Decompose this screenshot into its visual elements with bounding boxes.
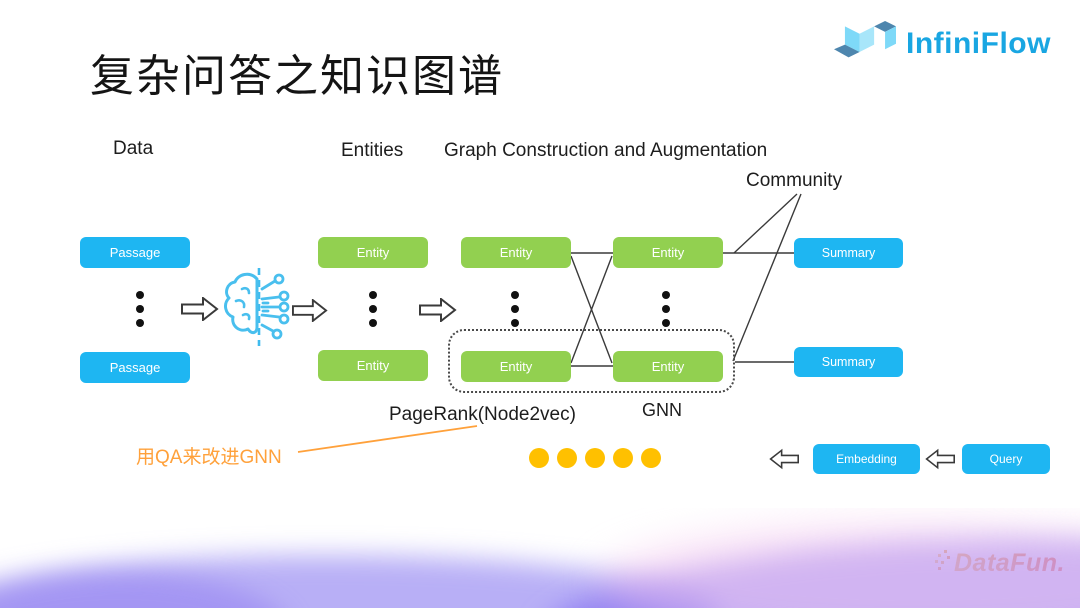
entity-node-col-top: Entity	[318, 237, 428, 268]
ellipsis-dots-graph-right	[662, 291, 670, 327]
label-data: Data	[113, 138, 154, 159]
query-node: Query	[962, 444, 1050, 474]
gnn-group-box	[448, 329, 735, 393]
entity-node-col-bottom: Entity	[318, 350, 428, 381]
infiniflow-logo-text: InfiniFlow	[906, 26, 1051, 60]
summary-node-top: Summary	[794, 238, 903, 268]
summary-node-bottom: Summary	[794, 347, 903, 377]
ellipsis-dots-data	[136, 291, 144, 327]
bottom-wave-decoration	[0, 508, 1080, 608]
brain-icon	[224, 268, 290, 346]
graph-entity-bottom-right: Entity	[613, 351, 723, 382]
passage-node-bottom: Passage	[80, 352, 190, 383]
arrow-right-icon-2	[292, 299, 328, 322]
slide-title: 复杂问答之知识图谱	[90, 52, 504, 101]
label-community: Community	[746, 170, 843, 191]
infiniflow-logo: InfiniFlow	[834, 18, 1051, 69]
graph-entity-top-left: Entity	[461, 237, 571, 268]
arrow-left-icon-2	[925, 448, 955, 470]
label-entities: Entities	[341, 140, 404, 161]
label-pagerank: PageRank(Node2vec)	[389, 404, 576, 425]
orange-dots	[529, 448, 661, 468]
graph-entity-bottom-left: Entity	[461, 351, 571, 382]
embedding-node: Embedding	[813, 444, 920, 474]
arrow-left-icon-1	[769, 448, 799, 470]
label-graph-construction: Graph Construction and Augmentation	[444, 140, 768, 161]
graph-entity-top-right: Entity	[613, 237, 723, 268]
passage-node-top: Passage	[80, 237, 190, 268]
datafun-logo-icon	[934, 548, 952, 579]
datafun-logo: DataFun.	[934, 548, 1065, 579]
annotation-improve-gnn: 用QA来改进GNN	[136, 447, 282, 468]
arrow-right-icon-1	[181, 297, 219, 321]
infiniflow-logo-icon	[834, 18, 896, 69]
arrow-right-icon-3	[419, 298, 457, 322]
ellipsis-dots-graph-left	[511, 291, 519, 327]
label-gnn: GNN	[642, 400, 682, 420]
ellipsis-dots-entities	[369, 291, 377, 327]
datafun-logo-text: DataFun.	[954, 549, 1065, 577]
